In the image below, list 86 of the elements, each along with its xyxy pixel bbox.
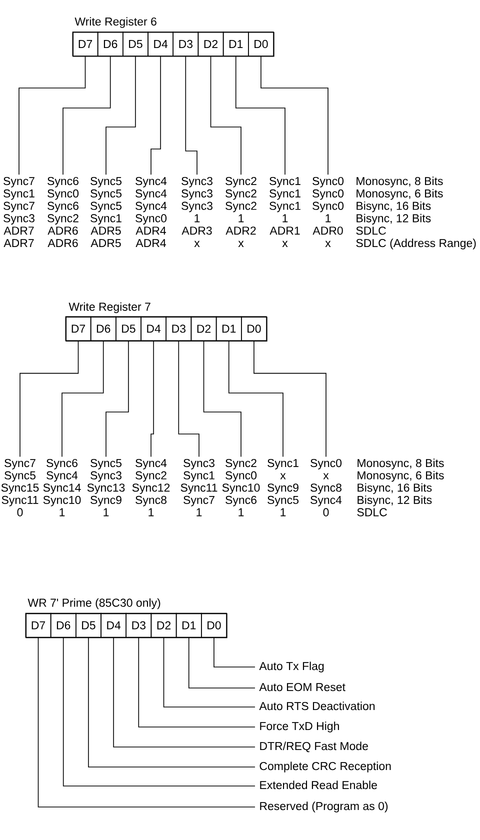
bit-cell: D0 <box>201 612 227 638</box>
mode-label: Bisync, 12 Bits <box>356 214 431 225</box>
register-title: Write Register 7 <box>68 302 150 314</box>
value-column: Sync3 Sync1 Sync11 Sync7 1 <box>180 458 218 516</box>
bit-cell: D2 <box>198 32 224 56</box>
mode-label: SDLC <box>357 508 387 516</box>
mode-label: Bisync, 12 Bits <box>358 496 432 506</box>
leader-line <box>260 56 328 176</box>
bit-description: Reserved (Program as 0) <box>260 802 388 812</box>
bit-cell: D5 <box>116 316 142 342</box>
leader-line <box>150 340 154 458</box>
bit-cell: D7 <box>25 612 52 638</box>
value-column: Sync4 Sync2 Sync12 Sync8 1 <box>132 458 170 516</box>
value-column: Sync2 Sync2 Sync2 1 ADR2 x <box>226 176 256 247</box>
bit-description: Auto EOM Reset <box>259 682 346 692</box>
leader-line <box>188 637 256 688</box>
leader-line <box>18 56 86 176</box>
mode-label: Monosync, 8 Bits <box>356 176 443 188</box>
leader-line <box>203 340 242 458</box>
value-column: Sync7 Sync5 Sync15 Sync11 0 <box>1 458 39 516</box>
leader-line <box>178 340 200 458</box>
value-column: Sync6 Sync0 Sync6 Sync2 ADR6 ADR6 <box>48 176 79 248</box>
mode-label: Bisync, 16 Bits <box>356 201 431 212</box>
bit-description: DTR/REQ Fast Mode <box>260 742 368 752</box>
leader-line <box>62 56 111 176</box>
bit-cell: D6 <box>90 316 116 342</box>
leader-line <box>20 340 79 458</box>
value-column: Sync7 Sync1 Sync7 Sync3 ADR7 ADR7 <box>4 176 34 247</box>
bit-cell: D1 <box>216 316 242 342</box>
value-column: Sync5 Sync3 Sync13 Sync9 1 <box>87 458 125 516</box>
leader-line <box>62 637 256 786</box>
register-title: Write Register 6 <box>74 17 156 28</box>
mode-label: SDLC <box>356 226 386 235</box>
bit-description: Auto RTS Deactivation <box>259 702 375 710</box>
leader-line <box>62 340 104 458</box>
leader-line <box>228 340 284 458</box>
bit-cell: D3 <box>126 612 152 638</box>
leader-line <box>106 340 129 458</box>
leader-line <box>138 637 256 728</box>
value-column: Sync4 Sync4 Sync4 Sync0 ADR4 ADR4 <box>136 176 167 247</box>
register-title: WR 7' Prime (85C30 only) <box>28 598 160 610</box>
value-column: Sync3 Sync3 Sync3 1 ADR3 x <box>182 176 212 247</box>
bit-cell: D3 <box>166 316 192 342</box>
bit-cell: D6 <box>50 612 76 638</box>
value-column: Sync2 Sync0 Sync10 Sync6 1 <box>222 458 260 516</box>
bit-cell: D4 <box>148 32 174 56</box>
leader-line <box>38 637 256 808</box>
bit-cell: D2 <box>150 612 177 638</box>
bit-cell: D2 <box>190 316 217 342</box>
value-column: Sync5 Sync5 Sync5 Sync1 ADR5 ADR5 <box>90 176 122 248</box>
bit-cell: D0 <box>241 316 267 342</box>
value-column: Sync1 Sync1 Sync1 1 ADR1 x <box>270 176 300 247</box>
bit-cell: D7 <box>72 32 98 56</box>
mode-label: Monosync, 8 Bits <box>358 458 444 470</box>
bit-description: Extended Read Enable <box>260 780 377 790</box>
bit-cell: D1 <box>176 612 202 638</box>
mode-label: Monosync, 6 Bits <box>358 470 444 482</box>
mode-label: Bisync, 16 Bits <box>358 483 432 494</box>
bit-description: Complete CRC Reception <box>260 762 391 772</box>
leader-line <box>185 56 198 176</box>
mode-label: Monosync, 6 Bits <box>356 189 443 200</box>
bit-cell: D6 <box>97 32 124 56</box>
mode-label: SDLC (Address Range) <box>356 238 476 250</box>
leader-line <box>88 637 256 768</box>
bit-cell: D4 <box>100 612 126 638</box>
bit-cell: D5 <box>76 612 102 638</box>
bit-cell: D0 <box>248 32 274 56</box>
bit-cell: D3 <box>172 32 199 56</box>
value-column: Sync0 Sync0 Sync0 1 ADR0 x <box>312 176 344 247</box>
leader-line <box>210 56 242 176</box>
leader-line <box>150 56 161 176</box>
bit-cell: D7 <box>65 316 92 342</box>
value-column: Sync0 x Sync8 Sync4 0 <box>310 458 342 516</box>
bit-description: Force TxD High <box>260 722 339 732</box>
bit-cell: D1 <box>222 32 249 56</box>
value-column: Sync1 x Sync9 Sync5 1 <box>268 458 298 516</box>
leader-line <box>163 637 256 708</box>
leader-line <box>106 56 136 176</box>
leader-line <box>214 637 256 668</box>
bit-description: Auto Tx Flag <box>259 662 324 672</box>
leader-line <box>254 340 326 458</box>
bit-cell: D4 <box>140 316 166 342</box>
leader-line <box>235 56 286 176</box>
value-column: Sync6 Sync4 Sync14 Sync10 1 <box>43 458 81 516</box>
leader-line <box>113 637 256 748</box>
bit-cell: D5 <box>122 32 148 56</box>
